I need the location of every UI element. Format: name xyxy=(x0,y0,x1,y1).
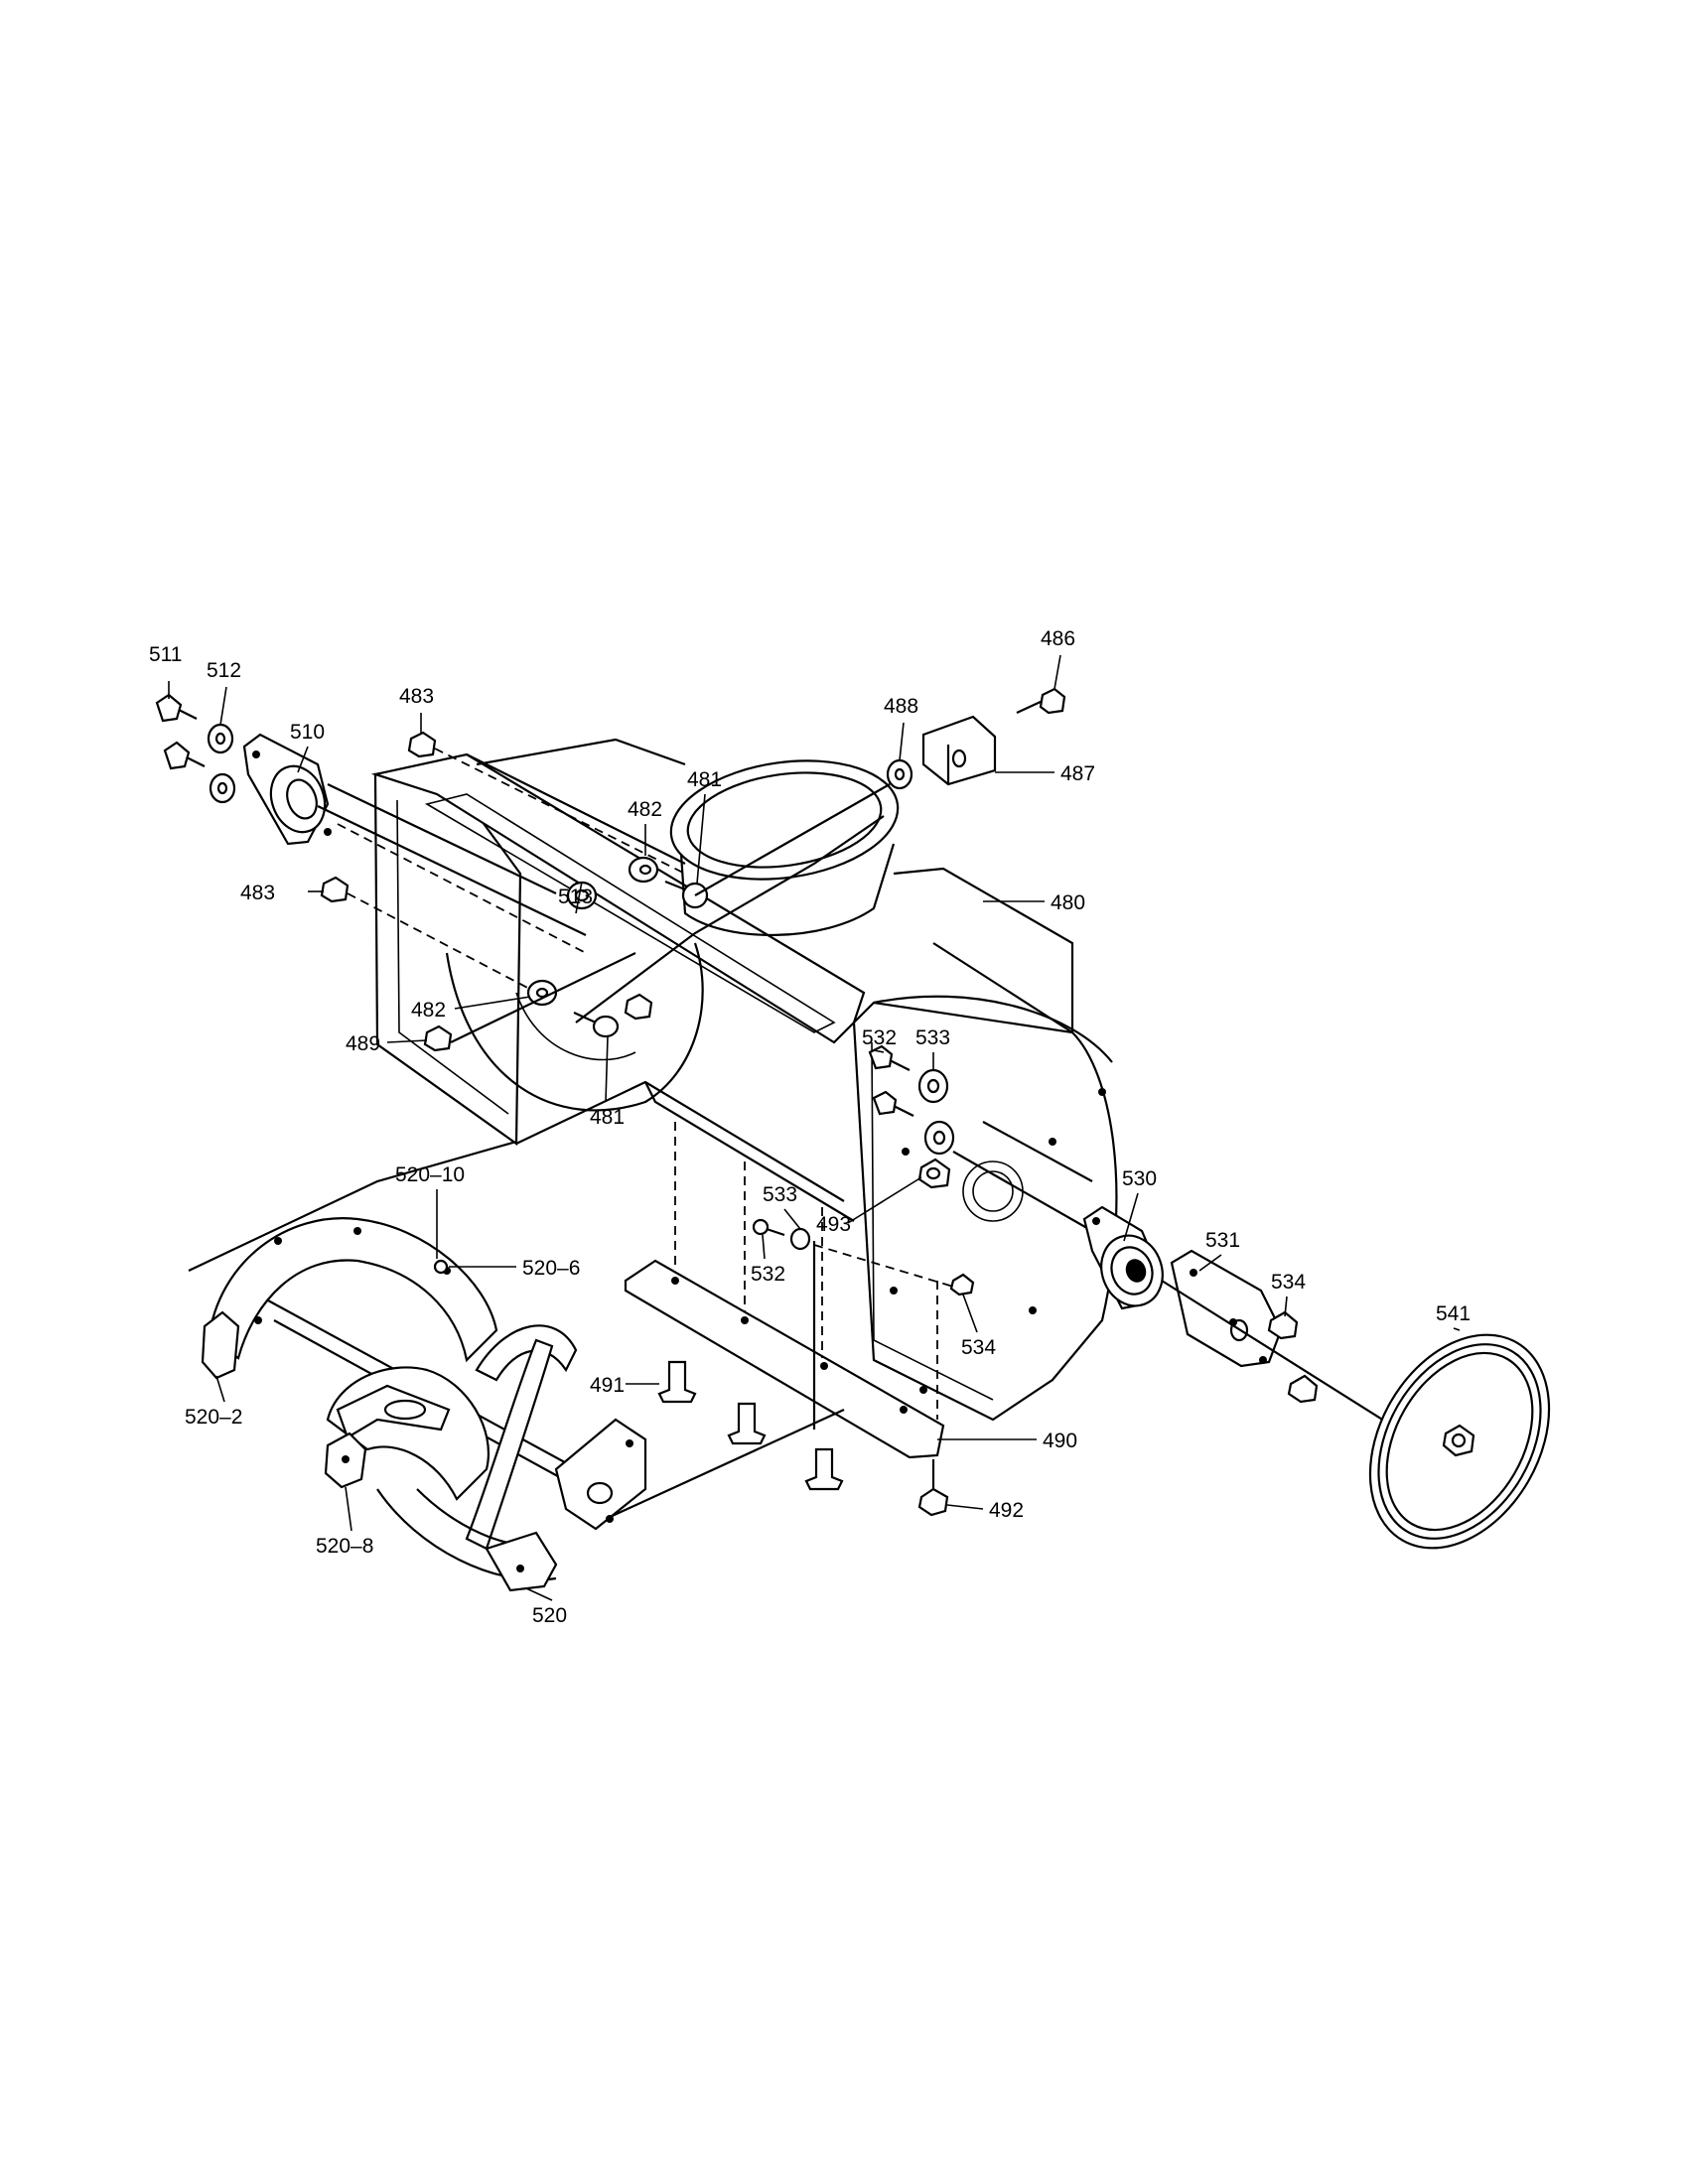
label-483-top: 483 xyxy=(399,685,434,708)
label-534-bottom: 534 xyxy=(961,1336,996,1359)
label-486: 486 xyxy=(1041,627,1075,650)
label-541: 541 xyxy=(1436,1302,1471,1325)
nut-483-left xyxy=(320,876,350,903)
bolt-481-left xyxy=(573,993,653,1038)
label-513: 513 xyxy=(558,886,593,908)
washer-488 xyxy=(886,758,913,790)
washers-533-right xyxy=(917,1068,955,1156)
label-510: 510 xyxy=(290,721,325,744)
label-482-top: 482 xyxy=(628,798,662,821)
label-481-top: 481 xyxy=(687,768,722,791)
label-490: 490 xyxy=(1043,1430,1077,1452)
label-481-left: 481 xyxy=(590,1106,625,1129)
washers-512 xyxy=(207,723,236,804)
label-492: 492 xyxy=(989,1499,1024,1522)
label-520-8: 520–8 xyxy=(316,1535,373,1558)
shave-plate-490 xyxy=(624,1259,945,1459)
nut-534-small xyxy=(949,1273,975,1297)
chute-bracket-487 xyxy=(921,715,997,786)
nut-483-top xyxy=(407,731,437,758)
label-520-2: 520–2 xyxy=(185,1406,242,1429)
label-533-bottom: 533 xyxy=(763,1183,797,1206)
nuts-534-right xyxy=(1267,1310,1319,1404)
bolts-511 xyxy=(155,693,206,770)
label-511: 511 xyxy=(149,643,182,666)
bearing-530 xyxy=(1082,1205,1164,1310)
label-487: 487 xyxy=(1060,762,1095,785)
bolt-486 xyxy=(1016,687,1066,715)
carriage-bolts-491 xyxy=(657,1360,844,1491)
label-531: 531 xyxy=(1205,1229,1240,1252)
label-491: 491 xyxy=(590,1374,625,1397)
bolt-492 xyxy=(917,1459,949,1517)
label-488: 488 xyxy=(884,695,918,718)
part-labels: 511 512 510 483 483 486 488 487 482 481 … xyxy=(149,627,1471,1627)
label-530: 530 xyxy=(1122,1167,1157,1190)
washer-482-top xyxy=(628,856,659,884)
leader-lines xyxy=(168,654,1461,1601)
label-532-top: 532 xyxy=(862,1026,897,1049)
auger-assembly-520 xyxy=(188,1140,845,1592)
auger-housing xyxy=(370,738,1118,1422)
pulley-541 xyxy=(1368,1333,1551,1550)
label-493: 493 xyxy=(816,1213,851,1236)
label-483-left: 483 xyxy=(240,882,275,904)
label-520: 520 xyxy=(532,1604,567,1627)
label-480: 480 xyxy=(1051,891,1085,914)
label-533-top: 533 xyxy=(915,1026,950,1049)
label-520-10: 520–10 xyxy=(395,1163,465,1186)
bearing-bracket-531 xyxy=(1170,1249,1283,1368)
nut-489 xyxy=(423,1024,453,1052)
washer-482-left xyxy=(526,979,558,1007)
label-534-right: 534 xyxy=(1271,1271,1306,1294)
label-489: 489 xyxy=(346,1032,380,1055)
bearing-flange-510 xyxy=(242,733,332,846)
label-482-left: 482 xyxy=(411,999,446,1022)
label-532-bottom: 532 xyxy=(751,1263,785,1286)
label-520-6: 520–6 xyxy=(522,1257,580,1280)
washer-533-small xyxy=(789,1227,811,1251)
bolt-532-small xyxy=(752,1218,785,1237)
label-512: 512 xyxy=(207,659,241,682)
bolts-532-right xyxy=(868,1044,914,1117)
